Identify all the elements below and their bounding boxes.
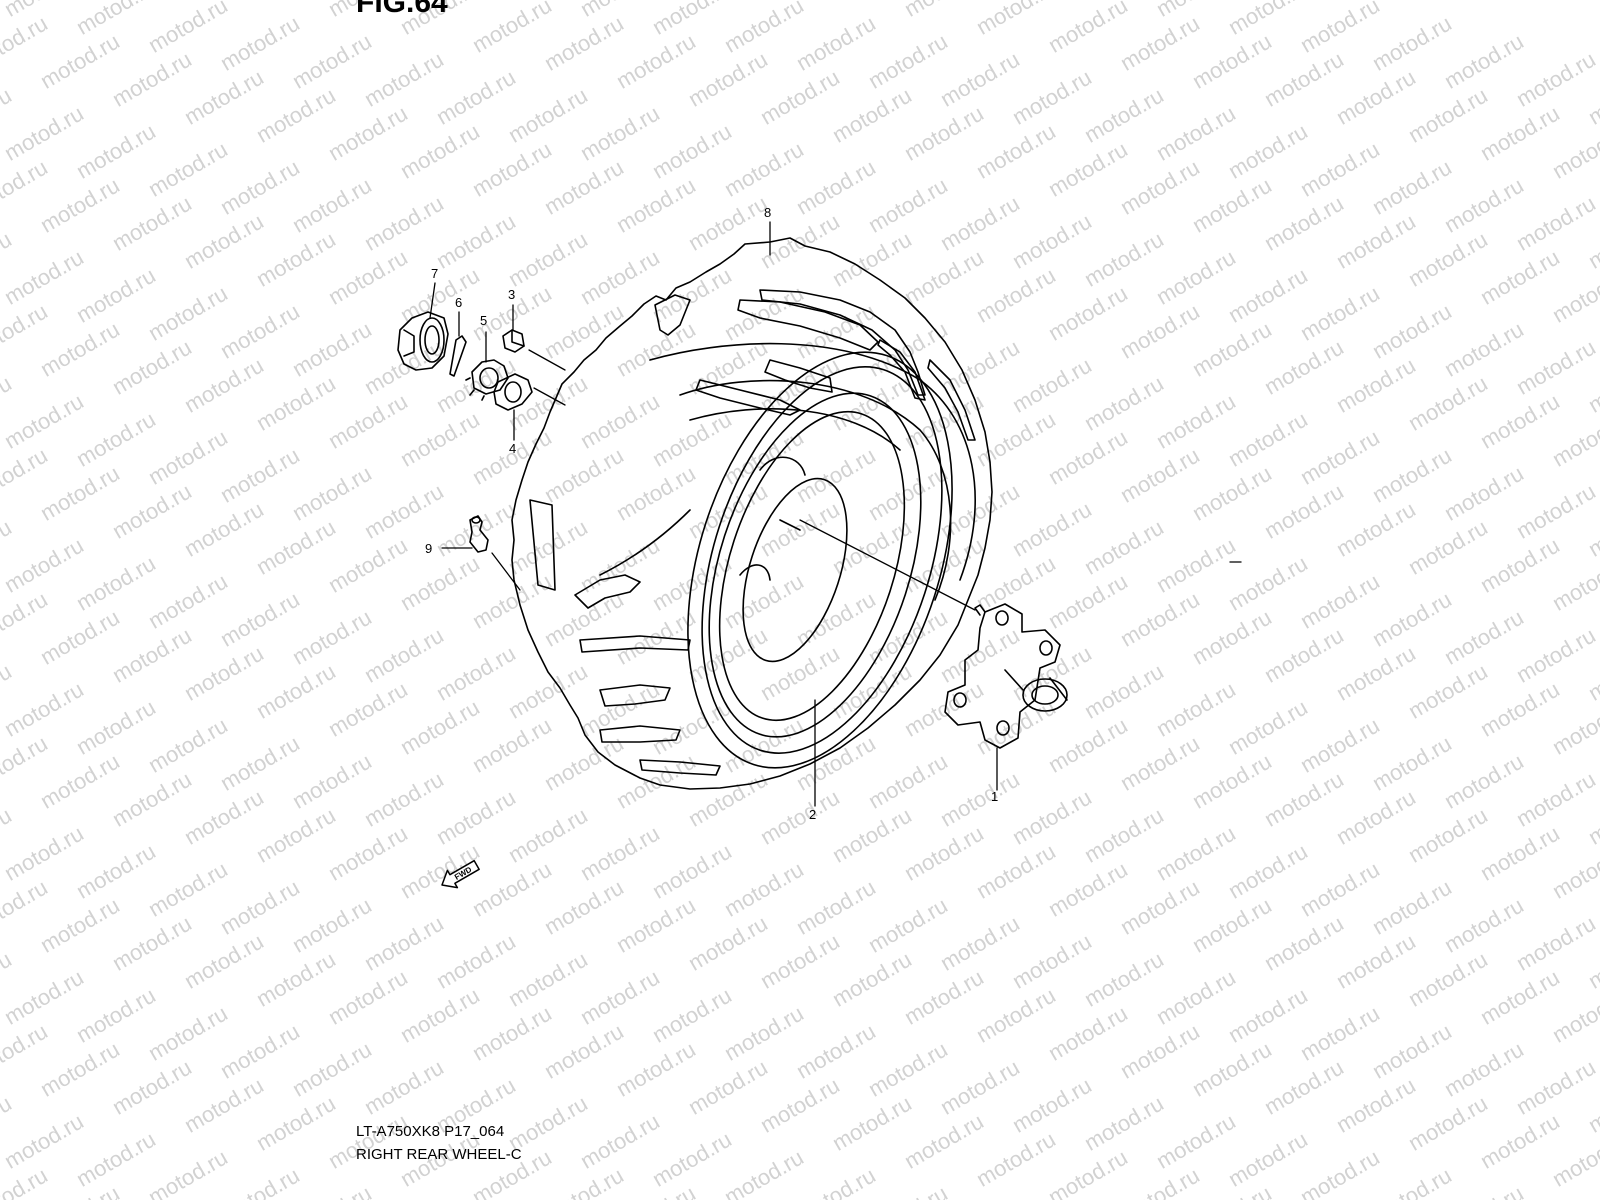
lock-washer bbox=[493, 373, 533, 411]
tread-lug bbox=[737, 299, 879, 351]
hub-bolt-hole bbox=[1039, 640, 1053, 656]
tread-lug bbox=[639, 759, 721, 776]
tread-lug bbox=[764, 359, 833, 393]
rim-hub-face bbox=[742, 477, 848, 663]
rim-outer bbox=[708, 392, 922, 738]
rim-spoke-hint bbox=[759, 456, 806, 476]
sidewall-arc bbox=[689, 408, 901, 451]
hub-bolt-hole bbox=[995, 610, 1009, 626]
callout-6: 6 bbox=[455, 295, 463, 310]
hub-flange bbox=[944, 603, 1061, 749]
tread-lug bbox=[574, 574, 641, 609]
hub-spindle bbox=[1022, 678, 1068, 712]
hub-bolt-hole bbox=[996, 720, 1010, 736]
rim-spoke-hint bbox=[739, 564, 771, 581]
tread-lug bbox=[654, 294, 691, 336]
leader-lines bbox=[429, 221, 1242, 807]
sidewall-arc bbox=[679, 379, 952, 601]
callout-4: 4 bbox=[509, 441, 517, 456]
tire-bead-ring bbox=[687, 351, 953, 769]
tread-lug bbox=[529, 499, 556, 591]
rim-inner bbox=[718, 410, 906, 722]
forward-arrow-icon: FWD bbox=[441, 859, 480, 889]
wheel-hub bbox=[944, 603, 1068, 749]
figure-title: FIG.64 bbox=[356, 0, 448, 19]
tread-lug bbox=[877, 339, 926, 401]
tread-lug bbox=[759, 289, 926, 396]
rim-spoke-hint bbox=[779, 519, 801, 531]
tread-lug bbox=[599, 684, 671, 707]
callout-5: 5 bbox=[480, 313, 488, 328]
hub-cap bbox=[397, 311, 449, 371]
sidewall-arc bbox=[649, 342, 976, 581]
tread-lug bbox=[579, 635, 691, 653]
tire-outer-outline bbox=[511, 237, 993, 790]
hub-bolt-hole bbox=[953, 692, 967, 708]
tire bbox=[511, 237, 993, 790]
axle-nut bbox=[502, 329, 525, 353]
tread-lug bbox=[927, 359, 976, 441]
hub-spindle-inner bbox=[1031, 685, 1059, 705]
wheel-rim bbox=[708, 392, 922, 738]
cotter-pin bbox=[449, 335, 467, 377]
tire-valve bbox=[469, 515, 489, 553]
callout-1: 1 bbox=[991, 789, 999, 804]
callout-3: 3 bbox=[508, 287, 516, 302]
hub-spindle-body bbox=[1004, 669, 1068, 701]
model-code: LT-A750XK8 P17_064 bbox=[356, 1123, 505, 1140]
tread-lug bbox=[599, 725, 681, 743]
callout-8: 8 bbox=[764, 205, 772, 220]
tread-lug bbox=[695, 379, 801, 416]
hub-stud bbox=[974, 604, 986, 616]
callout-9: 9 bbox=[425, 541, 433, 556]
callout-2: 2 bbox=[809, 807, 817, 822]
callout-7: 7 bbox=[431, 266, 439, 281]
sidewall-arc bbox=[599, 509, 691, 576]
section-name: RIGHT REAR WHEEL-C bbox=[356, 1146, 522, 1163]
tire-bead-ring-inner bbox=[701, 366, 943, 754]
